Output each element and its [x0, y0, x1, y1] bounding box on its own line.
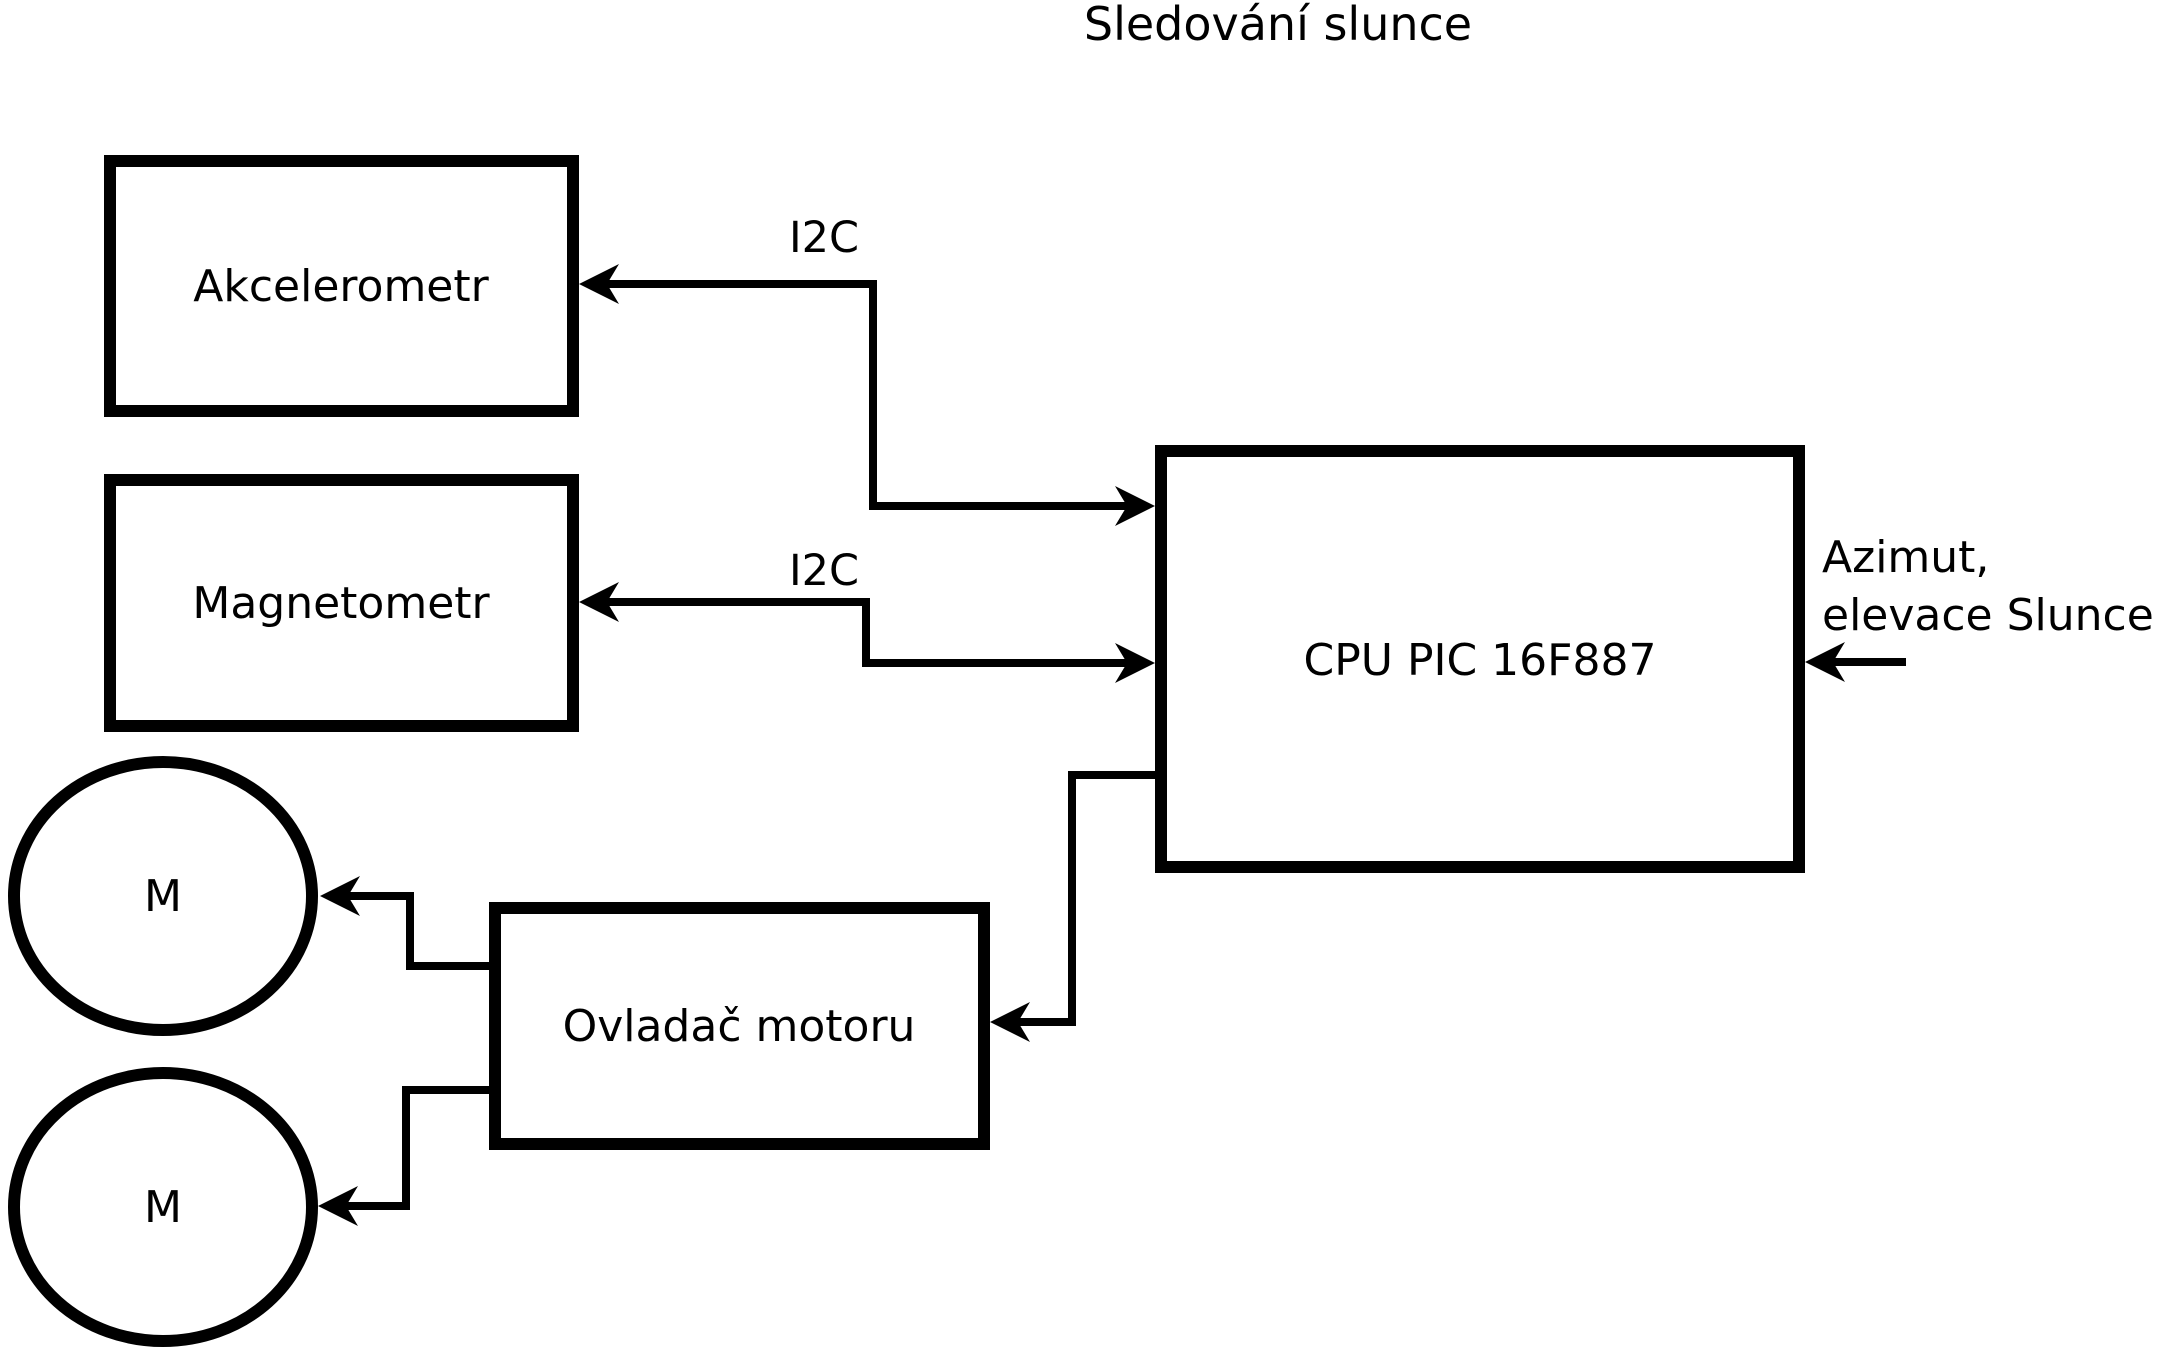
- akcelerometr-label: Akcelerometr: [193, 261, 489, 312]
- motor-top-circle: [8, 756, 318, 1036]
- motor-driver-label: Ovladač motoru: [563, 1001, 916, 1052]
- akcelerometr-block: Akcelerometr: [104, 155, 579, 417]
- magnetometr-box: [104, 474, 579, 732]
- cpu-to-motor-driver-connection: [990, 771, 1155, 1042]
- arrowhead-into-cpu-bottom: [1115, 643, 1155, 683]
- motor-driver-block: Ovladač motoru: [489, 902, 990, 1150]
- motor-bottom-circle: [8, 1067, 318, 1347]
- motor-bottom-label: M: [144, 1182, 182, 1233]
- motor-top-block: M: [8, 756, 318, 1036]
- i2c-akcelerometr-wire: [607, 280, 1127, 510]
- sun-input-label-line1: Azimut,: [1822, 532, 1989, 583]
- cpu-box: [1155, 445, 1805, 873]
- motor-bottom-block: M: [8, 1067, 318, 1347]
- arrowhead-into-top-motor: [320, 876, 360, 916]
- arrowhead-into-motor-driver: [990, 1002, 1030, 1042]
- motor-driver-to-bottom-motor-connection: [318, 1086, 489, 1226]
- cpu-to-motor-driver-wire: [1018, 771, 1155, 1026]
- i2c-connection-magnetometr: I2C: [579, 546, 1155, 683]
- i2c-magnetometr-wire: [607, 598, 1127, 667]
- sun-input-label-line2: elevace Slunce: [1822, 590, 2154, 641]
- top-motor-wire: [348, 892, 489, 970]
- diagram-title: Sledování slunce: [1084, 0, 1472, 51]
- i2c-connection-akcelerometr: I2C: [579, 213, 1155, 526]
- i2c-label-top: I2C: [789, 213, 859, 263]
- arrowhead-into-bottom-motor: [318, 1186, 358, 1226]
- arrowhead-into-cpu-right: [1805, 642, 1845, 682]
- arrowhead-into-magnetometr: [579, 582, 619, 622]
- bottom-motor-wire: [346, 1086, 489, 1210]
- sun-position-input: Azimut, elevace Slunce: [1805, 532, 2154, 682]
- magnetometr-label: Magnetometr: [192, 578, 490, 629]
- motor-driver-box: [489, 902, 990, 1150]
- arrowhead-into-akcelerometr: [579, 264, 619, 304]
- cpu-block: CPU PIC 16F887: [1155, 445, 1805, 873]
- motor-driver-to-top-motor-connection: [320, 876, 489, 970]
- magnetometr-block: Magnetometr: [104, 474, 579, 732]
- i2c-label-bottom: I2C: [789, 546, 859, 596]
- motor-top-label: M: [144, 871, 182, 922]
- cpu-label: CPU PIC 16F887: [1304, 635, 1657, 686]
- arrowhead-into-cpu-top: [1115, 486, 1155, 526]
- akcelerometr-box: [104, 155, 579, 417]
